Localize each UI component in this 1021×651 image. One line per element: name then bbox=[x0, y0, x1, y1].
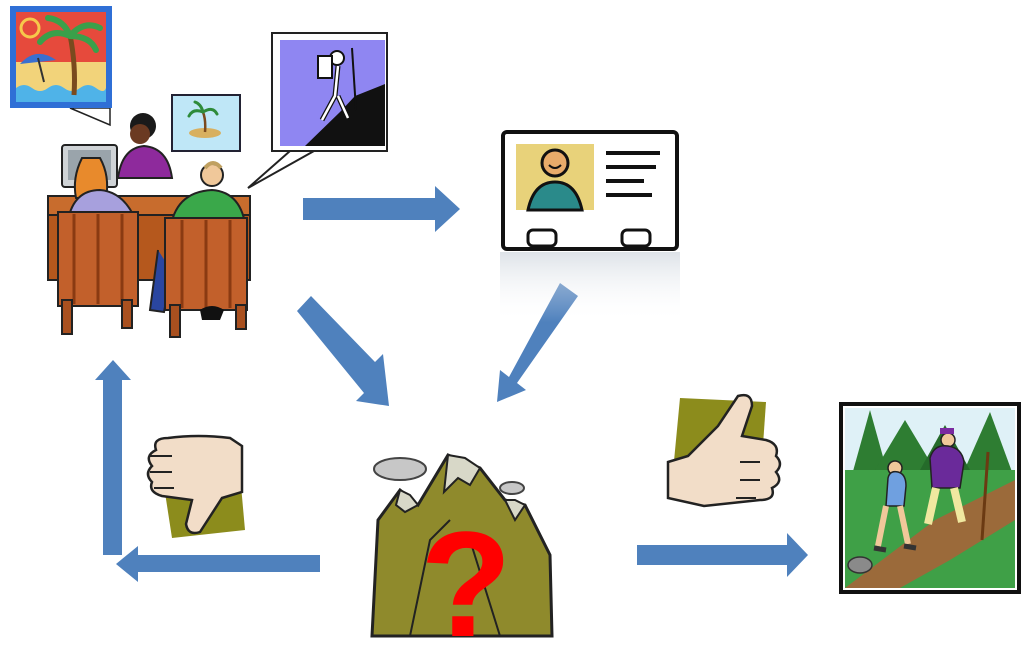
question-mark: ? bbox=[420, 500, 512, 651]
arrow-meeting-to-mountain bbox=[297, 296, 389, 406]
arrow-meeting-to-card bbox=[303, 186, 460, 232]
chair-left bbox=[57, 211, 139, 335]
mountain-question-icon: ? bbox=[370, 453, 554, 651]
hikers-trail-icon bbox=[839, 402, 1021, 594]
thumbs-up-icon bbox=[666, 393, 782, 508]
chair-right bbox=[164, 217, 248, 338]
arrow-mountain-to-left bbox=[116, 546, 320, 582]
climber-icon bbox=[247, 32, 388, 189]
profile-card-icon bbox=[500, 130, 680, 322]
meeting-table-icon bbox=[47, 113, 251, 338]
island-icon bbox=[171, 94, 241, 152]
thumbs-down-icon bbox=[146, 434, 245, 538]
beach-vacation-icon bbox=[10, 6, 112, 127]
arrow-mountain-to-hike bbox=[637, 533, 808, 577]
arrow-left-up-to-meeting bbox=[95, 360, 131, 555]
